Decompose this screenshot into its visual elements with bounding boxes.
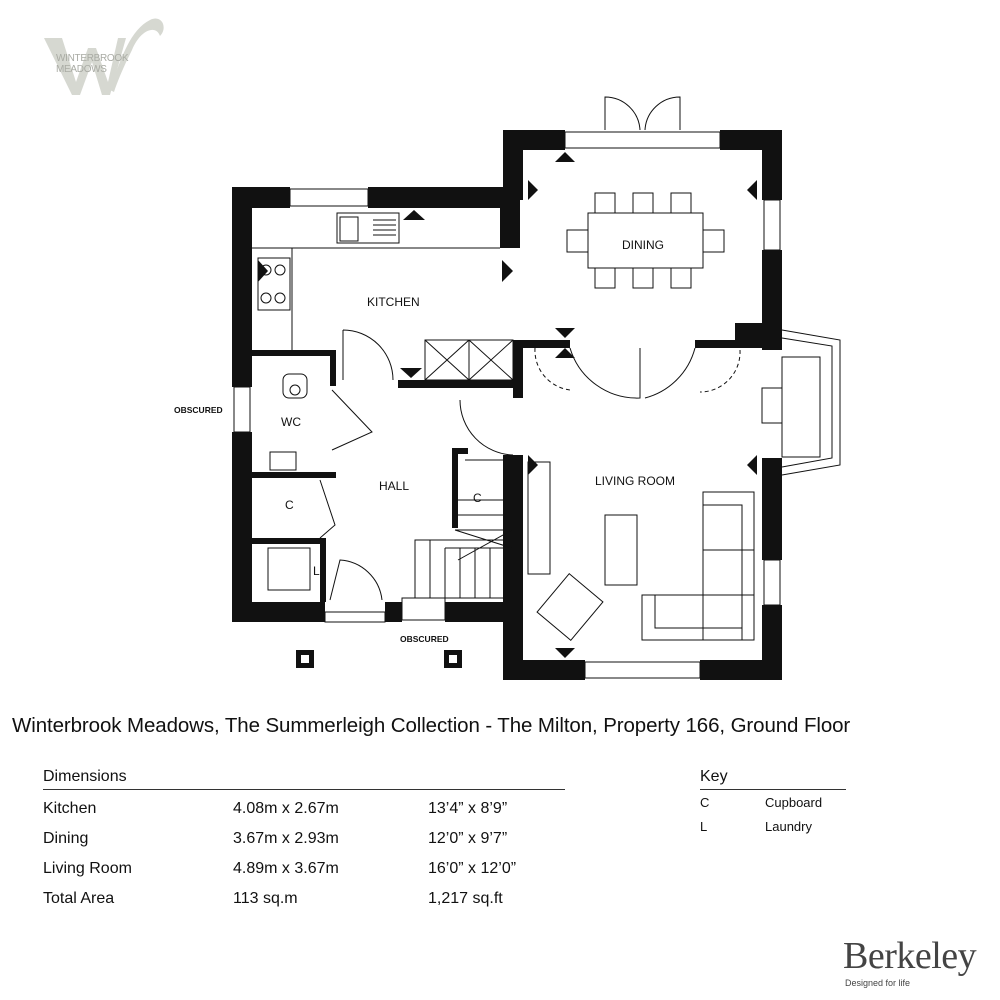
key-header: Key — [700, 768, 846, 790]
key-row: C Cupboard — [700, 790, 846, 814]
winterbrook-logo-text: WINTERBROOK MEADOWS — [56, 53, 129, 75]
room-label-living: LIVING ROOM — [595, 474, 675, 488]
key-code: C — [700, 794, 710, 810]
room-name: Kitchen — [43, 800, 97, 817]
key-legend: Key C Cupboard L Laundry — [700, 768, 846, 838]
dimension-row: Dining 3.67m x 2.93m 12’0” x 9’7” — [43, 824, 565, 854]
room-label-wc: WC — [281, 415, 301, 429]
imperial-size: 1,217 sq.ft — [428, 890, 503, 907]
winterbrook-logo-mark — [44, 18, 164, 95]
room-name: Dining — [43, 830, 89, 847]
brand-tagline: Designed for life — [845, 978, 911, 988]
metric-size: 4.08m x 2.67m — [233, 800, 339, 817]
room-name: Living Room — [43, 860, 132, 877]
key-meaning: Cupboard — [765, 794, 823, 810]
metric-size: 113 sq.m — [233, 890, 298, 907]
walls — [232, 130, 782, 680]
metric-size: 4.89m x 3.67m — [233, 860, 339, 877]
room-label-dining: DINING — [622, 238, 664, 252]
windows — [233, 131, 841, 679]
dimension-row: Total Area 113 sq.m 1,217 sq.ft — [43, 884, 565, 914]
key-meaning: Laundry — [765, 818, 812, 834]
room-label-cupboard: C — [285, 498, 294, 512]
direction-markers — [258, 152, 757, 668]
metric-size: 3.67m x 2.93m — [233, 830, 339, 847]
dimensions-header: Dimensions — [43, 768, 565, 790]
room-labels: KITCHEN DINING WC HALL C C L LIVING ROOM… — [174, 238, 675, 644]
berkeley-logo: Berkeley Designed for life — [843, 934, 977, 989]
plan-title: Winterbrook Meadows, The Summerleigh Col… — [12, 714, 851, 737]
imperial-size: 13’4” x 8’9” — [428, 800, 508, 817]
dimensions-table: Dimensions Kitchen 4.08m x 2.67m 13’4” x… — [43, 768, 565, 914]
key-code: L — [700, 818, 708, 834]
room-label-kitchen: KITCHEN — [367, 295, 420, 309]
key-row: L Laundry — [700, 814, 846, 838]
fixtures — [252, 192, 755, 641]
room-label-laundry: L — [313, 564, 320, 578]
dimension-row: Kitchen 4.08m x 2.67m 13’4” x 8’9” — [43, 794, 565, 824]
brand-name: Berkeley — [843, 935, 977, 977]
room-label-cupboard-stairs: C — [473, 491, 482, 505]
imperial-size: 16’0” x 12’0” — [428, 860, 517, 877]
obscured-note-bottom: OBSCURED — [400, 634, 449, 644]
doors — [319, 96, 741, 601]
imperial-size: 12’0” x 9’7” — [428, 830, 508, 847]
dimension-row: Living Room 4.89m x 3.67m 16’0” x 12’0” — [43, 854, 565, 884]
room-name: Total Area — [43, 890, 115, 907]
floor-plan: KITCHEN DINING WC HALL C C L LIVING ROOM… — [44, 18, 841, 680]
obscured-note-left: OBSCURED — [174, 405, 223, 415]
room-label-hall: HALL — [379, 479, 409, 493]
